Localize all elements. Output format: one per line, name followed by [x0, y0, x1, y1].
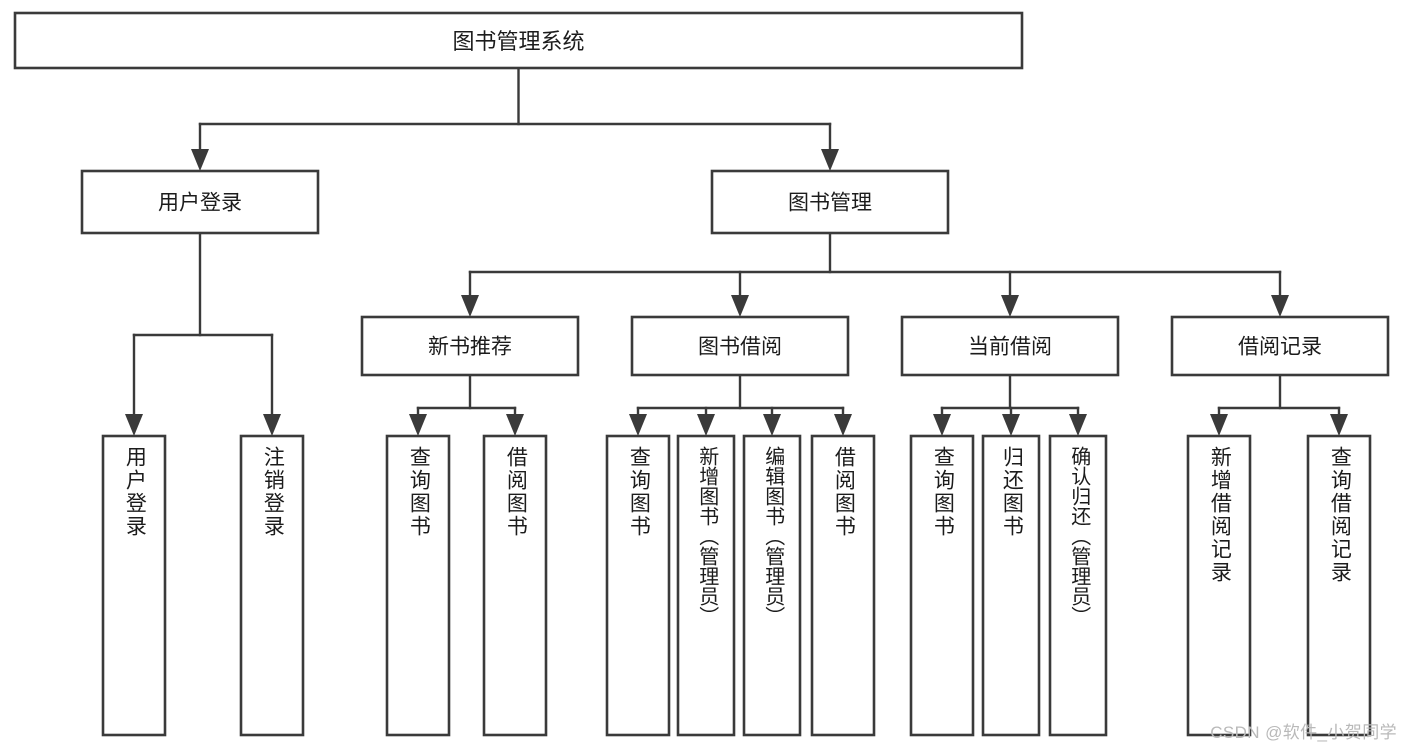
node-leaf-logout-login[interactable]: [239, 434, 305, 737]
node-leaf-query-book-2[interactable]: [605, 434, 671, 737]
node-leaf-query-book-1[interactable]: [385, 434, 451, 737]
node-leaf-add-borrow-record-rect: [1186, 434, 1252, 737]
node-root[interactable]: 图书管理系统: [13, 11, 1024, 70]
node-leaf-confirm-return-rect: [1048, 434, 1108, 737]
node-leaf-user-login-rect: [101, 434, 167, 737]
node-leaf-query-book-1-rect: [385, 434, 451, 737]
node-leaf-query-borrow-record-rect: [1306, 434, 1372, 737]
node-book-borrow-label: 图书借阅: [698, 336, 782, 359]
node-root-rect: [13, 11, 1024, 70]
node-leaf-add-book-rect: [676, 434, 736, 737]
user-login-arrow-1: [263, 414, 281, 436]
user-login-arrow-0: [125, 414, 143, 436]
node-leaf-add-book[interactable]: [676, 434, 736, 737]
book-borrow-arrow-3: [834, 414, 852, 436]
node-book-borrow-rect: [630, 315, 850, 377]
book-borrow-arrow-1: [697, 414, 715, 436]
node-user-login[interactable]: 用户登录: [80, 169, 320, 235]
node-root-label: 图书管理系统: [452, 29, 584, 54]
book-manage-arrow-1: [731, 295, 749, 317]
node-leaf-borrow-book-2[interactable]: [810, 434, 876, 737]
node-book-manage-rect: [710, 169, 950, 235]
node-leaf-return-book[interactable]: [981, 434, 1041, 737]
node-current-borrow[interactable]: 当前借阅: [900, 315, 1120, 377]
node-borrow-record-label: 借阅记录: [1238, 336, 1322, 359]
node-user-login-rect: [80, 169, 320, 235]
node-new-book-recommend-label: 新书推荐: [428, 336, 512, 359]
node-leaf-user-login[interactable]: [101, 434, 167, 737]
borrow-record-arrow-0: [1210, 414, 1228, 436]
node-leaf-query-book-3-rect: [909, 434, 975, 737]
borrow-record-arrow-1: [1330, 414, 1348, 436]
node-leaf-borrow-book-1[interactable]: [482, 434, 548, 737]
node-book-manage-label: 图书管理: [788, 192, 872, 215]
book-borrow-arrow-0: [629, 414, 647, 436]
node-new-book-recommend-rect: [360, 315, 580, 377]
new-book-recommend-arrow-1: [506, 414, 524, 436]
node-leaf-logout-login-rect: [239, 434, 305, 737]
current-borrow-arrow-1: [1002, 414, 1020, 436]
node-leaf-query-book-2-rect: [605, 434, 671, 737]
node-leaf-add-borrow-record[interactable]: [1186, 434, 1252, 737]
node-new-book-recommend[interactable]: 新书推荐: [360, 315, 580, 377]
current-borrow-arrow-2: [1069, 414, 1087, 436]
root-arrow-1: [821, 149, 839, 171]
node-current-borrow-label: 当前借阅: [968, 336, 1052, 359]
node-leaf-borrow-book-2-rect: [810, 434, 876, 737]
node-current-borrow-rect: [900, 315, 1120, 377]
node-borrow-record-rect: [1170, 315, 1390, 377]
node-leaf-edit-book-rect: [742, 434, 802, 737]
node-leaf-query-borrow-record[interactable]: [1306, 434, 1372, 737]
node-leaf-query-book-3[interactable]: [909, 434, 975, 737]
new-book-recommend-arrow-0: [409, 414, 427, 436]
root-arrow-0: [191, 149, 209, 171]
book-manage-arrow-0: [461, 295, 479, 317]
node-leaf-return-book-rect: [981, 434, 1041, 737]
node-leaf-edit-book[interactable]: [742, 434, 802, 737]
node-leaf-borrow-book-1-rect: [482, 434, 548, 737]
node-user-login-label: 用户登录: [158, 192, 242, 215]
node-leaf-confirm-return[interactable]: [1048, 434, 1108, 737]
connectors-layer: [125, 66, 1348, 436]
current-borrow-arrow-0: [933, 414, 951, 436]
node-borrow-record[interactable]: 借阅记录: [1170, 315, 1390, 377]
book-manage-arrow-2: [1001, 295, 1019, 317]
book-manage-arrow-3: [1271, 295, 1289, 317]
book-borrow-arrow-2: [763, 414, 781, 436]
node-book-manage[interactable]: 图书管理: [710, 169, 950, 235]
node-book-borrow[interactable]: 图书借阅: [630, 315, 850, 377]
